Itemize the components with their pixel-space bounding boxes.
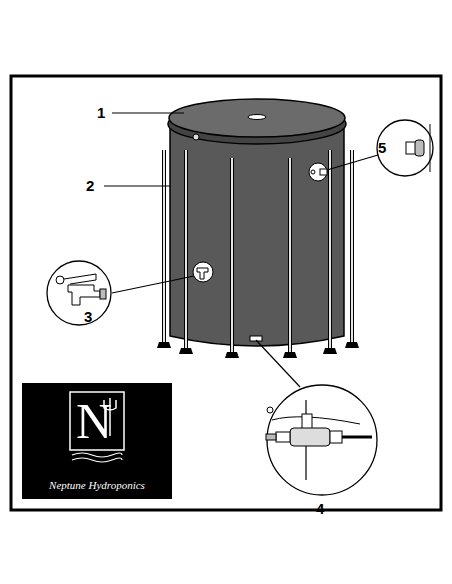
callout-number: 4 [316, 501, 324, 516]
callout-number: 5 [378, 140, 386, 155]
callout-number: 2 [86, 178, 94, 193]
logo-letter: N [76, 396, 112, 446]
brand-logo [22, 383, 172, 499]
brand-name: Neptune Hydroponics [49, 480, 145, 491]
detail-3 [47, 261, 111, 325]
callout-number: 1 [97, 105, 105, 120]
detail-5 [377, 120, 433, 176]
tank [157, 99, 359, 358]
frame [11, 76, 441, 510]
callout-number: 3 [84, 309, 92, 324]
leader-lines [104, 113, 378, 387]
detail-4 [266, 385, 377, 495]
